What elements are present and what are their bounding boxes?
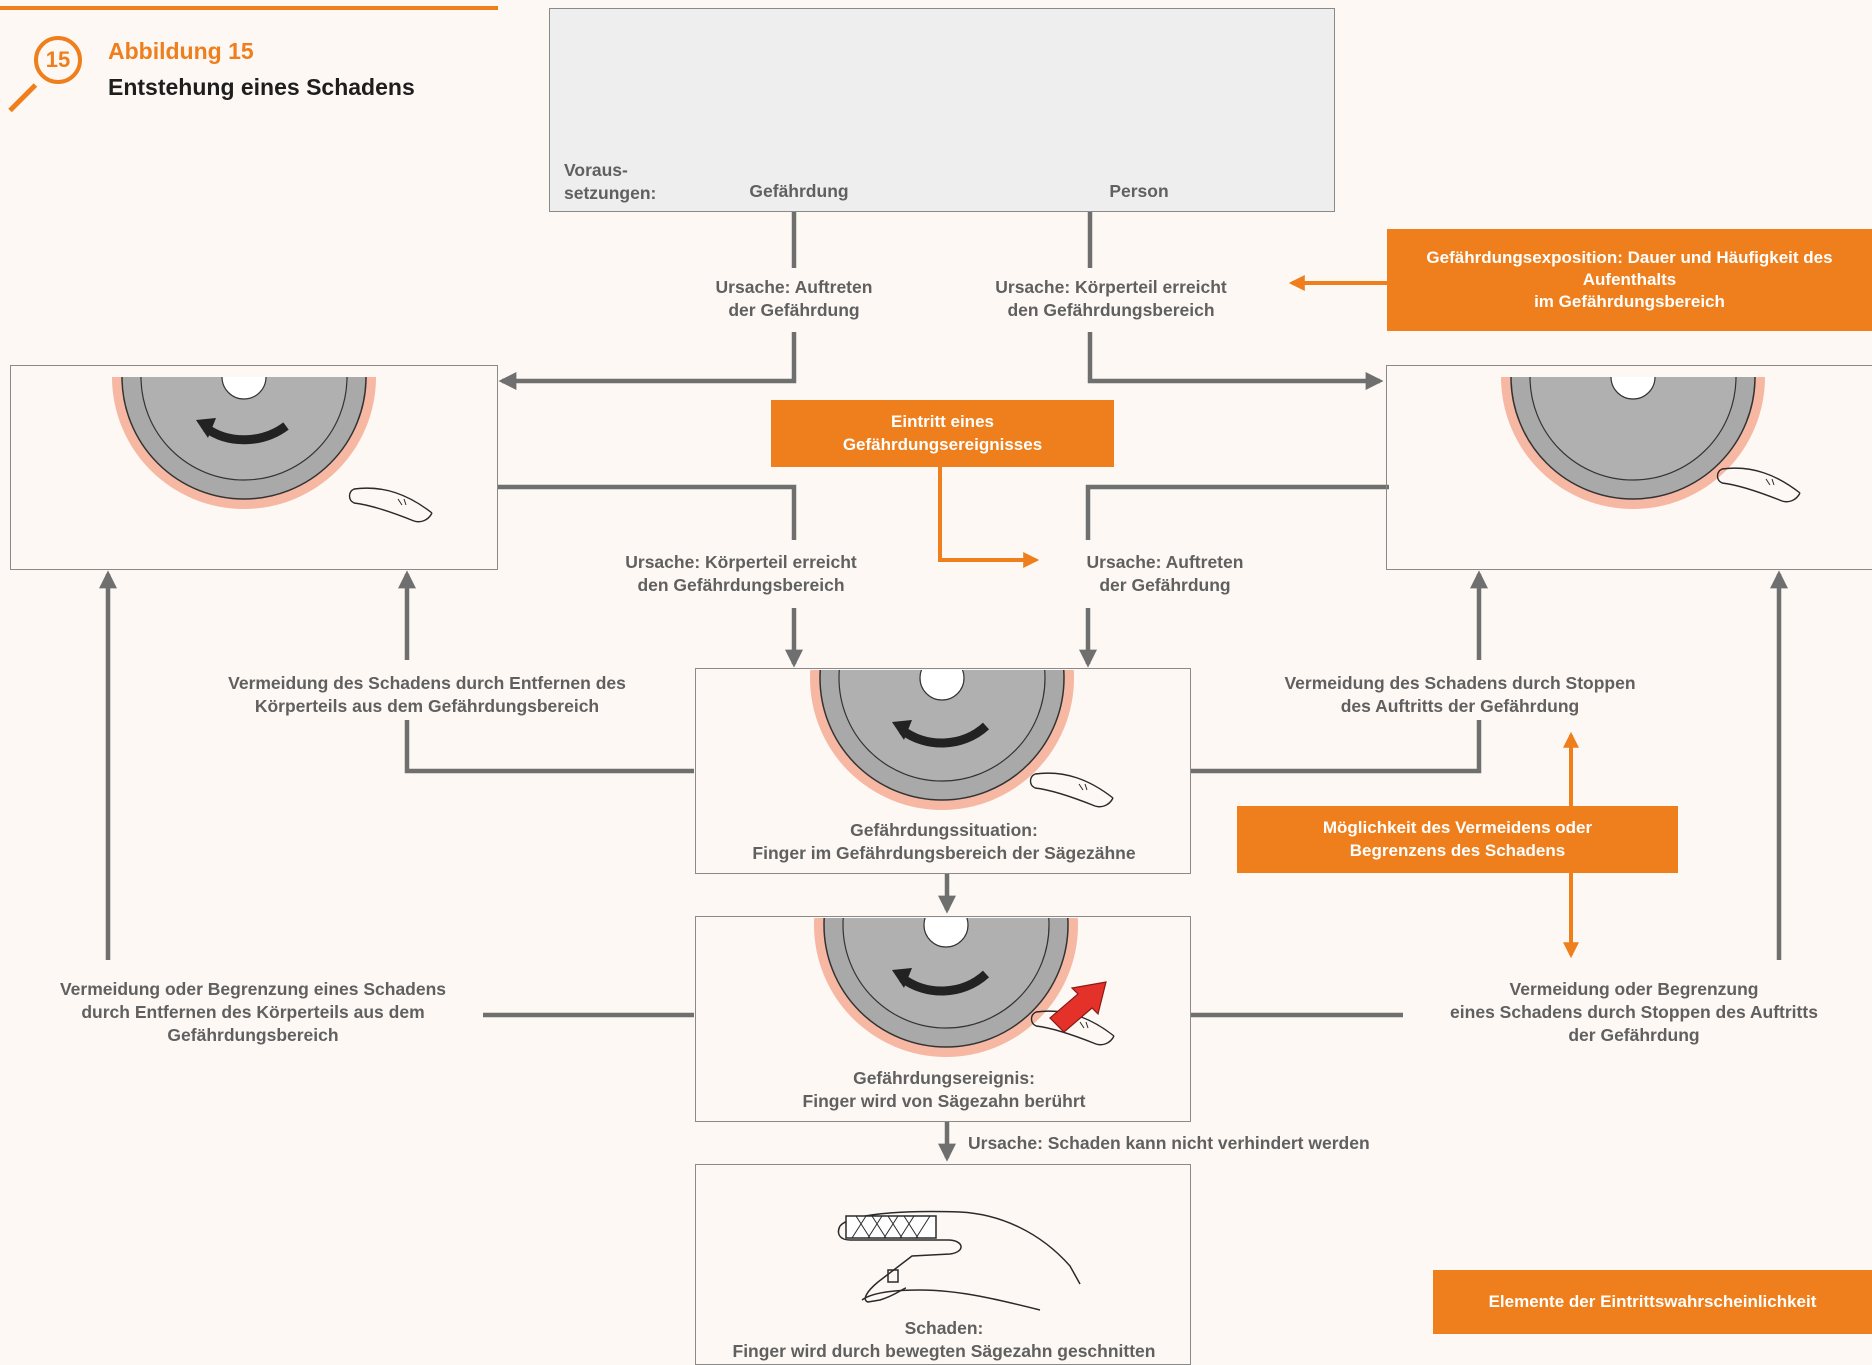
damage-box: Schaden: Finger wird durch bewegten Säge… [695, 1164, 1191, 1365]
cause-hazard-occurrence-mid: Ursache: Auftreten der Gefährdung [1086, 552, 1244, 595]
cause-hazard-occurrence-top: Ursache: Auftreten der Gefährdung [715, 277, 873, 320]
hazard-situation-caption: Gefährdungssituation: Finger im Gefährdu… [752, 820, 1136, 863]
person-label: Person [1109, 181, 1169, 201]
saw-blade-situation-illustration [810, 670, 1114, 810]
saw-blade-event-illustration [814, 918, 1115, 1057]
figure-label: Abbildung 15 [108, 38, 254, 64]
orange-connectors [938, 275, 1579, 959]
limit-by-removing-body-part: Vermeidung oder Begrenzung eines Schaden… [59, 979, 447, 1045]
saw-blade-finger-approaching-illustration [1501, 377, 1801, 509]
avoid-by-stopping-hazard: Vermeidung des Schadens durch Stoppen de… [1284, 673, 1636, 716]
cause-damage-unpreventable: Ursache: Schaden kann nicht verhindert w… [968, 1133, 1370, 1153]
prerequisites-box: Voraus- setzungen: Gefährdung Person [549, 8, 1335, 212]
hazard-occurrence-box [10, 365, 498, 570]
gray-connectors [108, 212, 1779, 1162]
body-part-reaches-box [1386, 365, 1872, 570]
figure-title: Entstehung eines Schadens [108, 74, 415, 100]
hazard-event-caption: Gefährdungsereignis: Finger wird von Säg… [802, 1068, 1086, 1111]
cause-body-part-reaches-top: Ursache: Körperteil erreicht den Gefährd… [995, 277, 1227, 320]
cause-body-part-reaches-mid: Ursache: Körperteil erreicht den Gefährd… [625, 552, 857, 595]
limit-by-stopping-hazard: Vermeidung oder Begrenzung eines Schaden… [1450, 979, 1818, 1045]
saw-blade-rotating-left-illustration [112, 377, 433, 523]
damage-caption: Schaden: Finger wird durch bewegten Säge… [732, 1318, 1156, 1361]
legend-probability-elements: Elemente der Eintrittswahrscheinlichkeit [1433, 1270, 1872, 1334]
figure-badge-number: 15 [45, 47, 71, 72]
exposure-element-box: Gefährdungsexposition: Dauer und Häufigk… [1387, 229, 1872, 331]
red-warning-arrow [1049, 981, 1107, 1033]
avoidance-possibility-element-box: Möglichkeit des Vermeidens oder Begrenze… [1237, 806, 1678, 873]
header-rule [0, 6, 498, 10]
magnifier-icon: 15 [8, 36, 90, 116]
event-occurrence-element-box: Eintritt eines Gefährdungsereignisses [771, 400, 1114, 467]
avoid-by-removing-body-part: Vermeidung des Schadens durch Entfernen … [228, 673, 626, 716]
hazard-event-box: Gefährdungsereignis: Finger wird von Säg… [695, 916, 1191, 1122]
hazard-situation-box: Gefährdungssituation: Finger im Gefährdu… [695, 668, 1191, 874]
hazard-label: Gefährdung [749, 181, 849, 201]
prerequisites-label: Voraus- setzungen: [564, 160, 657, 203]
cut-finger-hand-illustration [837, 1210, 1081, 1311]
